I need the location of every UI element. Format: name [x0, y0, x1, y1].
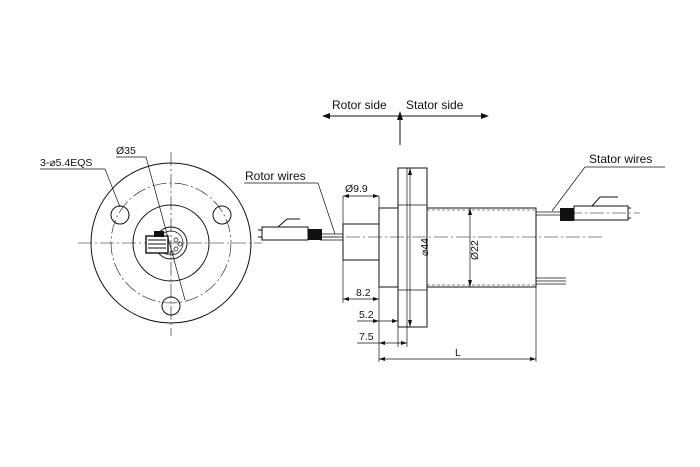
pcd-dim: Ø35: [116, 145, 136, 157]
rotor-diameter-dim: Ø9.9: [345, 183, 368, 195]
dim-8-2: 8.2: [356, 287, 371, 299]
mounting-hole: [212, 205, 232, 225]
end-view: 3-⌀5.4EQS Ø35: [40, 145, 262, 336]
flange-diameter-dim: ⌀44: [419, 238, 431, 256]
stator-wires-label: Stator wires: [589, 152, 652, 166]
mounting-hole: [110, 205, 130, 225]
rotor-side-label: Rotor side: [332, 98, 387, 112]
stator-connector: [560, 196, 640, 221]
body-diameter-dim: Ø22: [469, 240, 481, 260]
stator-body: [426, 207, 537, 288]
rotor-shaft: [342, 223, 380, 261]
stator-body: [378, 207, 399, 288]
direction-indicator: Rotor side Stator side: [322, 98, 489, 145]
side-view: Stator wires Rotor wires Ø9.9 ⌀44 Ø22: [244, 152, 665, 362]
dim-7-5: 7.5: [359, 331, 374, 343]
dim-5-2: 5.2: [359, 309, 374, 321]
stator-side-label: Stator side: [406, 98, 464, 112]
pitch-circle: [110, 182, 232, 304]
rotor-wires-label: Rotor wires: [245, 169, 306, 183]
mounting-hole: [161, 296, 181, 316]
rotor-connector: [258, 218, 322, 241]
length-dim: L: [455, 347, 461, 359]
flange-outline: [90, 162, 252, 324]
flange-holes-dim: 3-⌀5.4EQS: [40, 157, 92, 169]
